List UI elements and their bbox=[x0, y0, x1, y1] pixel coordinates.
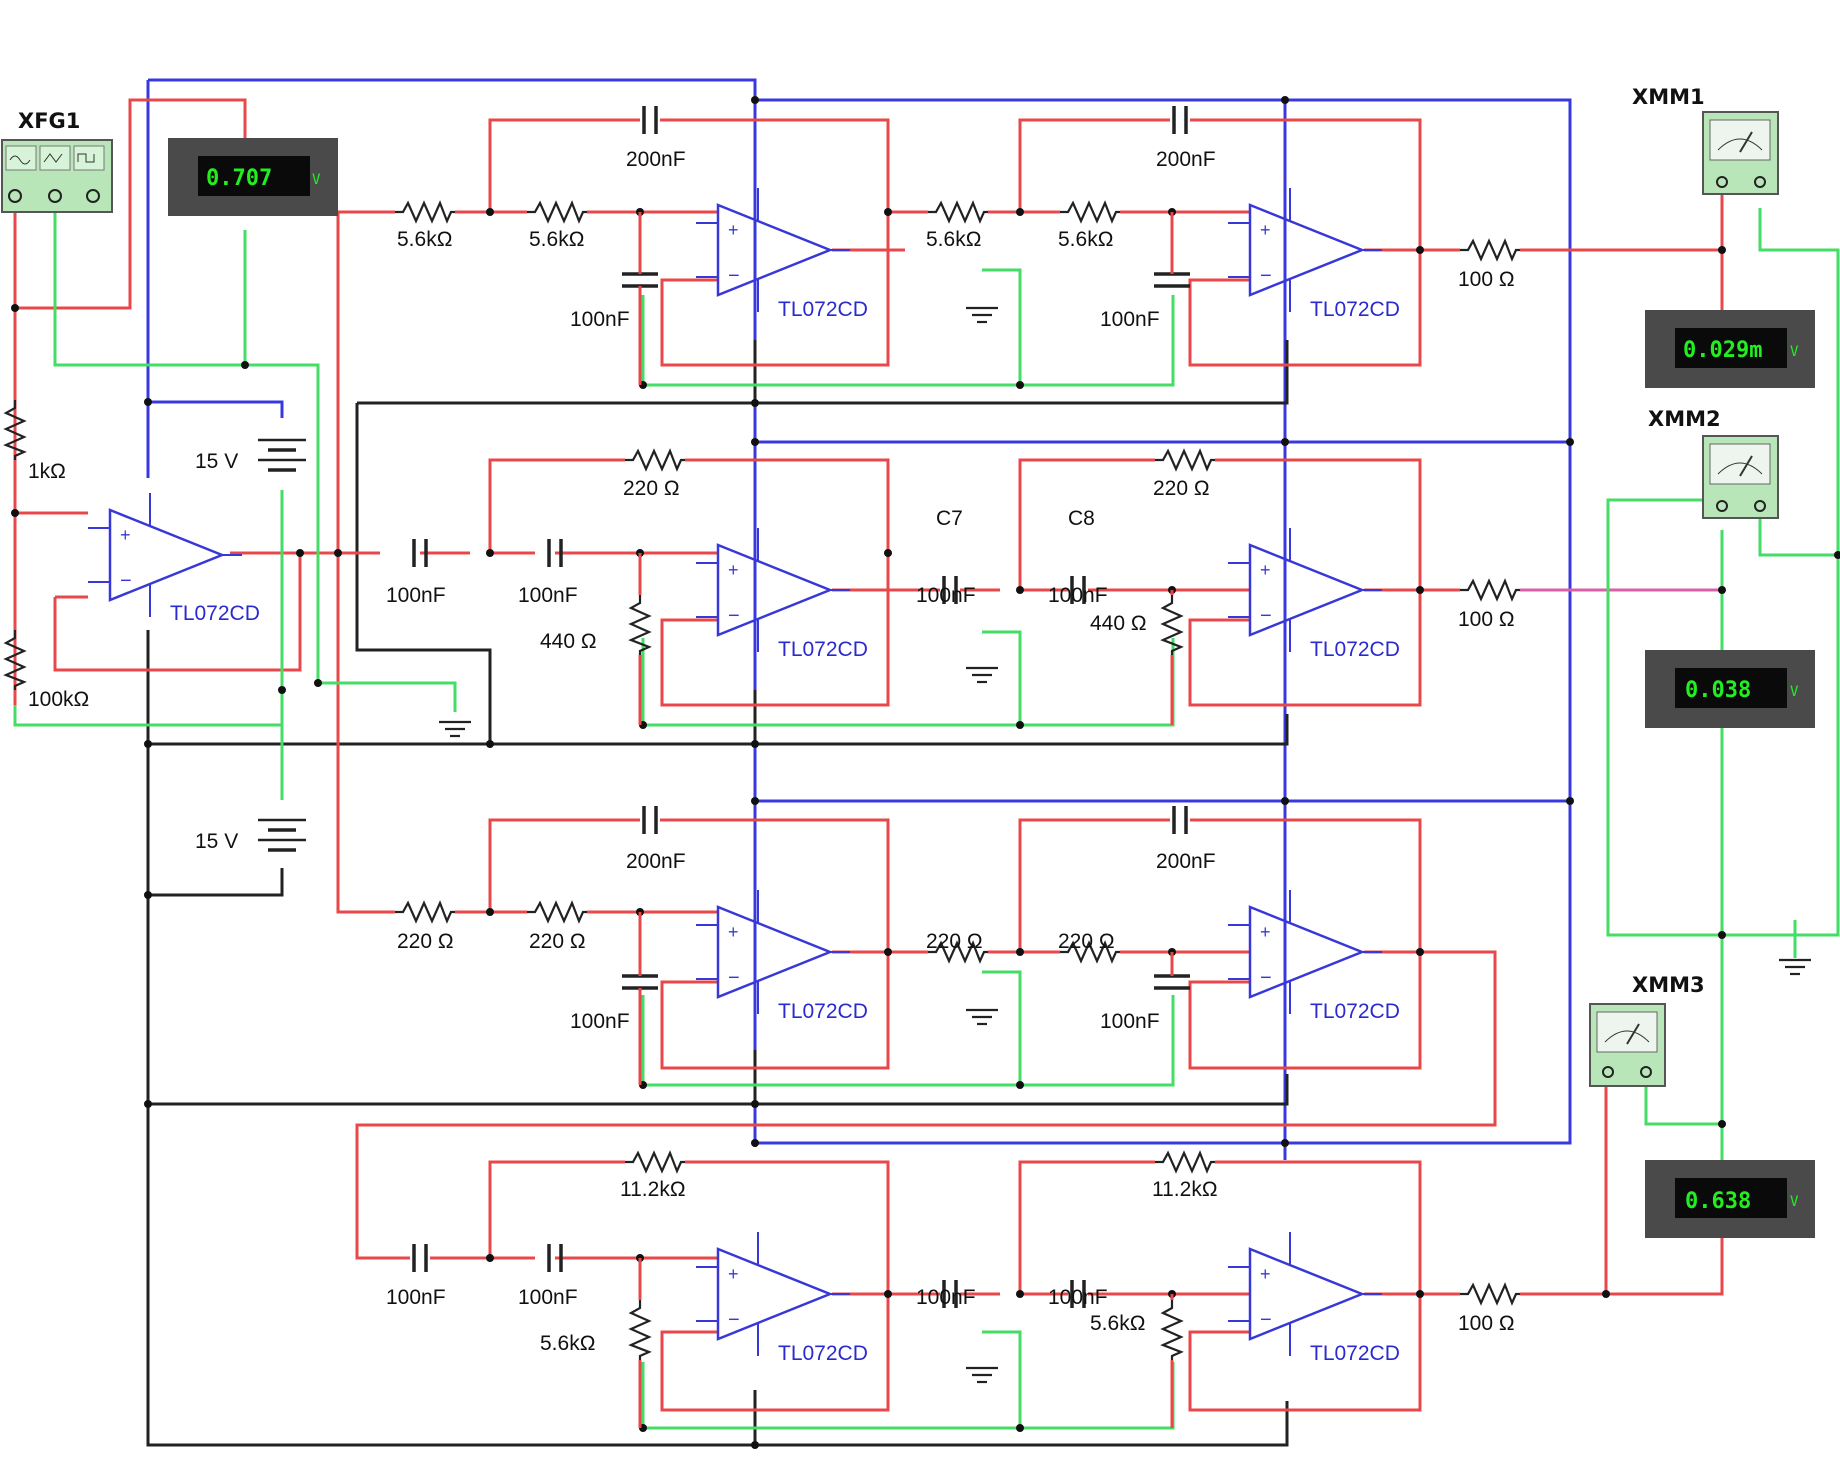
c-s4-3-label: 100nF bbox=[916, 1286, 976, 1309]
volt-unit-2: V bbox=[1790, 344, 1799, 360]
input-stage: 1kΩ 100kΩ TL072CD 15 V 15 V bbox=[4, 398, 473, 853]
r-s4-out-label: 100 Ω bbox=[1458, 1312, 1515, 1335]
r-s1-1-label: 5.6kΩ bbox=[397, 228, 452, 251]
opamp-s2-b[interactable] bbox=[1226, 526, 1384, 654]
triangle-wave-icon bbox=[39, 145, 71, 171]
input-probe-value: 0.707 bbox=[206, 166, 272, 191]
r-s3-1-label: 220 Ω bbox=[397, 930, 454, 953]
stage-2: 100nF 100nF 220 Ω 440 Ω TL072CD C7 100nF… bbox=[386, 449, 1522, 725]
r-fb-label: 100kΩ bbox=[28, 688, 89, 711]
red-wire bbox=[13, 98, 1724, 1412]
opamp-s2-a[interactable] bbox=[694, 526, 852, 654]
opamp-s2-b-model: TL072CD bbox=[1310, 638, 1400, 661]
wires bbox=[13, 78, 1840, 1447]
c-s3-2-label: 100nF bbox=[570, 1010, 630, 1033]
square-wave-icon bbox=[73, 145, 105, 171]
c-s3-3-label: 200nF bbox=[1156, 850, 1216, 873]
r-s2-1-label: 220 Ω bbox=[623, 477, 680, 500]
c8-name-label: C8 bbox=[1068, 507, 1095, 530]
opamp-s3-a[interactable] bbox=[694, 888, 852, 1016]
multimeter-3-label: XMM3 bbox=[1632, 973, 1705, 997]
multimeter-2-label: XMM2 bbox=[1648, 407, 1721, 431]
r-s3-3-label: 220 Ω bbox=[926, 930, 983, 953]
opamp-u1-model: TL072CD bbox=[170, 602, 260, 625]
opamp-s2-a-model: TL072CD bbox=[778, 638, 868, 661]
opamp-s4-b[interactable] bbox=[1226, 1230, 1384, 1358]
black-rail bbox=[146, 340, 1289, 1447]
probe-2-value: 0.038 bbox=[1685, 678, 1751, 703]
opamp-s3-a-model: TL072CD bbox=[778, 1000, 868, 1023]
c-s4-1-label: 100nF bbox=[386, 1286, 446, 1309]
r-s2-4-label: 440 Ω bbox=[1090, 612, 1147, 635]
c-s2-4-label: 100nF bbox=[1048, 584, 1108, 607]
opamp-s1-b[interactable] bbox=[1226, 186, 1384, 314]
opamp-s4-a[interactable] bbox=[694, 1230, 852, 1358]
r-s4-1-label: 11.2kΩ bbox=[620, 1178, 686, 1201]
c-s1-4-label: 100nF bbox=[1100, 308, 1160, 331]
r-s2-3-label: 220 Ω bbox=[1153, 477, 1210, 500]
opamp-s4-b-model: TL072CD bbox=[1310, 1342, 1400, 1365]
r-s4-4-label: 5.6kΩ bbox=[1090, 1312, 1145, 1335]
stage-4: 100nF 100nF 11.2kΩ 5.6kΩ TL072CD 100nF 1… bbox=[386, 1151, 1522, 1428]
multimeter-1-label: XMM1 bbox=[1632, 85, 1705, 109]
green-wire bbox=[13, 208, 1840, 1430]
probe-3-value: 0.638 bbox=[1685, 1189, 1751, 1214]
c-s3-1-label: 200nF bbox=[626, 850, 686, 873]
ground-right bbox=[1777, 958, 1813, 976]
r-s3-4-label: 220 Ω bbox=[1058, 930, 1115, 953]
r-s3-2-label: 220 Ω bbox=[529, 930, 586, 953]
function-generator-label: XFG1 bbox=[18, 109, 80, 133]
battery-positive-label: 15 V bbox=[195, 450, 238, 473]
opamp-s4-a-model: TL072CD bbox=[778, 1342, 868, 1365]
r-s4-2-label: 5.6kΩ bbox=[540, 1332, 595, 1355]
function-generator[interactable]: XFG1 bbox=[1, 109, 113, 213]
multimeter-xmm2[interactable]: XMM2 bbox=[1648, 407, 1779, 519]
r-s1-2-label: 5.6kΩ bbox=[529, 228, 584, 251]
junctions bbox=[11, 96, 1840, 1449]
r-s1-4-label: 5.6kΩ bbox=[1058, 228, 1113, 251]
battery-negative-label: 15 V bbox=[195, 830, 238, 853]
opamp-s1-a-model: TL072CD bbox=[778, 298, 868, 321]
opamp-s1-b-model: TL072CD bbox=[1310, 298, 1400, 321]
battery-negative bbox=[256, 818, 308, 852]
c-s1-1-label: 200nF bbox=[626, 148, 686, 171]
r-s2-out-label: 100 Ω bbox=[1458, 608, 1515, 631]
input-probe-display: 0.707 V bbox=[168, 138, 338, 216]
volt-unit-1: V bbox=[312, 172, 321, 188]
c-s2-1-label: 100nF bbox=[386, 584, 446, 607]
c7-name-label: C7 bbox=[936, 507, 963, 530]
opamp-s3-b[interactable] bbox=[1226, 888, 1384, 1016]
c-s1-3-label: 200nF bbox=[1156, 148, 1216, 171]
r-s4-3-label: 11.2kΩ bbox=[1152, 1178, 1218, 1201]
r-s2-2-label: 440 Ω bbox=[540, 630, 597, 653]
stage-3: 220 Ω 220 Ω 200nF 100nF TL072CD 220 Ω 22… bbox=[393, 804, 1400, 1085]
c-s4-2-label: 100nF bbox=[518, 1286, 578, 1309]
multimeter-xmm3[interactable]: XMM3 bbox=[1589, 973, 1705, 1087]
opamp-s3-b-model: TL072CD bbox=[1310, 1000, 1400, 1023]
ground-1 bbox=[437, 720, 473, 738]
sine-wave-icon bbox=[5, 145, 37, 171]
r-s1-out-label: 100 Ω bbox=[1458, 268, 1515, 291]
r-in-label: 1kΩ bbox=[28, 460, 66, 483]
multimeter-xmm1[interactable]: XMM1 bbox=[1632, 85, 1779, 195]
probe-1-value: 0.029m bbox=[1683, 338, 1762, 363]
blue-rail bbox=[146, 78, 1572, 1160]
c-s2-2-label: 100nF bbox=[518, 584, 578, 607]
volt-unit-3: V bbox=[1790, 684, 1799, 700]
probe-1-display: 0.029m V bbox=[1645, 310, 1815, 388]
probe-3-display: 0.638 V bbox=[1645, 1160, 1815, 1238]
volt-unit-4: V bbox=[1790, 1194, 1799, 1210]
stage-1: 5.6kΩ 5.6kΩ 200nF 100nF TL072CD 5.6kΩ 5.… bbox=[393, 104, 1522, 385]
r-s1-3-label: 5.6kΩ bbox=[926, 228, 981, 251]
probe-2-display: 0.038 V bbox=[1645, 650, 1815, 728]
c-s4-4-label: 100nF bbox=[1048, 1286, 1108, 1309]
opamp-u1[interactable] bbox=[86, 491, 244, 619]
battery-positive bbox=[256, 438, 308, 472]
opamp-s1-a[interactable] bbox=[694, 186, 852, 314]
c-s2-3-label: 100nF bbox=[916, 584, 976, 607]
c-s3-4-label: 100nF bbox=[1100, 1010, 1160, 1033]
c-s1-2-label: 100nF bbox=[570, 308, 630, 331]
